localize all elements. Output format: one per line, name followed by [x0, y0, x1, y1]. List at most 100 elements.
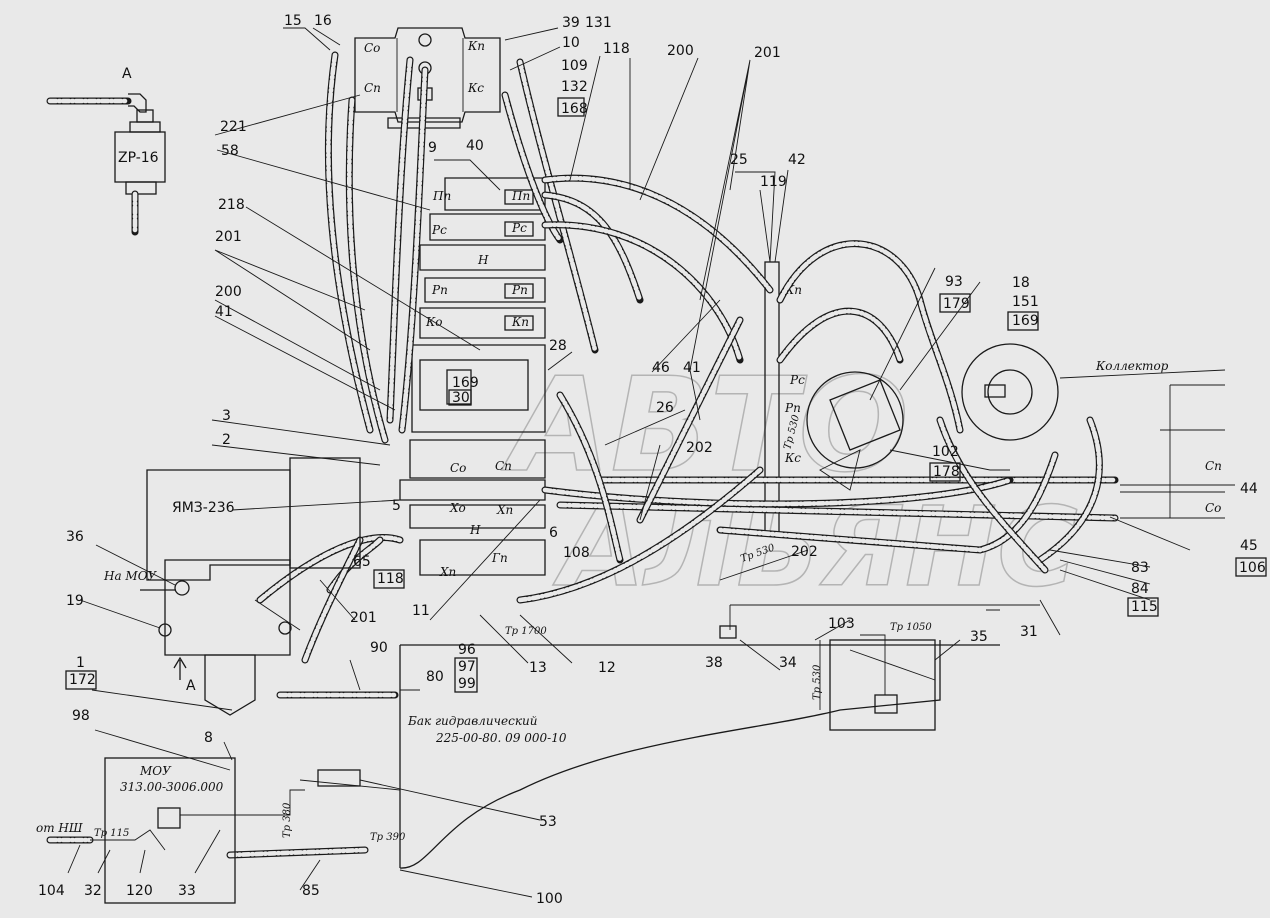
- svg-text:179: 179: [943, 296, 970, 312]
- svg-text:169: 169: [1012, 313, 1039, 329]
- svg-text:201: 201: [215, 229, 242, 245]
- svg-text:58: 58: [221, 143, 239, 159]
- svg-text:Хо: Хо: [449, 501, 466, 515]
- svg-text:Сп: Сп: [495, 459, 512, 473]
- callout-numbers: 15 16 39 131 10 109 132 168 118 200 201 …: [38, 13, 1267, 907]
- svg-text:90: 90: [370, 640, 388, 656]
- valve-stack: Пп Рс Пп Рс Н Рп Рп Ко Кп Со Сп Хо Хп Н …: [399, 177, 546, 579]
- svg-text:39: 39: [562, 15, 580, 31]
- svg-text:30: 30: [452, 390, 470, 406]
- svg-text:Н: Н: [477, 253, 489, 267]
- svg-text:8: 8: [204, 730, 213, 746]
- svg-text:26: 26: [656, 400, 674, 416]
- svg-text:Кп: Кп: [511, 315, 529, 329]
- svg-text:168: 168: [561, 101, 588, 117]
- svg-text:Рп: Рп: [784, 401, 801, 415]
- svg-text:46: 46: [652, 360, 670, 376]
- svg-text:109: 109: [561, 58, 588, 74]
- svg-text:33: 33: [178, 883, 196, 899]
- svg-text:53: 53: [539, 814, 557, 830]
- svg-text:83: 83: [1131, 560, 1149, 576]
- svg-text:202: 202: [791, 544, 818, 560]
- svg-text:На МОУ: На МОУ: [103, 569, 158, 583]
- svg-text:Сп: Сп: [1205, 459, 1222, 473]
- svg-text:32: 32: [84, 883, 102, 899]
- svg-text:120: 120: [126, 883, 153, 899]
- hoses: [226, 51, 1119, 859]
- svg-text:41: 41: [215, 304, 233, 320]
- inset-title: A: [122, 66, 132, 82]
- svg-text:98: 98: [72, 708, 90, 724]
- svg-text:Рп: Рп: [431, 283, 448, 297]
- tank-code: 225-00-80. 09 000-10: [435, 731, 567, 745]
- svg-text:10: 10: [562, 35, 580, 51]
- svg-text:132: 132: [561, 79, 588, 95]
- svg-text:45: 45: [1240, 538, 1258, 554]
- svg-text:38: 38: [705, 655, 723, 671]
- leader-lines: [67, 27, 1235, 898]
- svg-text:Рп: Рп: [511, 283, 528, 297]
- mou-title: МОУ: [139, 764, 172, 778]
- svg-text:от НШ: от НШ: [36, 821, 83, 835]
- svg-text:Тр 1700: Тр 1700: [505, 626, 547, 637]
- svg-text:Н: Н: [469, 523, 481, 537]
- svg-text:Кс: Кс: [467, 81, 484, 95]
- svg-text:25: 25: [730, 152, 748, 168]
- svg-text:Сп: Сп: [364, 81, 381, 95]
- svg-text:35: 35: [970, 629, 988, 645]
- svg-text:Хп: Хп: [496, 503, 513, 517]
- svg-text:Пп: Пп: [511, 189, 530, 203]
- svg-text:118: 118: [377, 571, 404, 587]
- svg-text:172: 172: [69, 672, 96, 688]
- svg-text:93: 93: [945, 274, 963, 290]
- inset-filter-a: A ZP-16: [46, 66, 166, 236]
- svg-text:115: 115: [1131, 599, 1158, 615]
- svg-text:Рс: Рс: [789, 373, 805, 387]
- svg-text:97: 97: [458, 659, 476, 675]
- svg-text:Хп: Хп: [439, 565, 456, 579]
- svg-text:3: 3: [222, 408, 231, 424]
- svg-text:80: 80: [426, 669, 444, 685]
- svg-text:11: 11: [412, 603, 430, 619]
- svg-text:103: 103: [828, 616, 855, 632]
- svg-text:1: 1: [76, 655, 85, 671]
- filter-label: ZP-16: [118, 150, 159, 166]
- svg-text:Тр 380: Тр 380: [282, 802, 293, 838]
- svg-text:106: 106: [1239, 560, 1266, 576]
- svg-text:201: 201: [754, 45, 781, 61]
- svg-text:Тр 115: Тр 115: [94, 828, 129, 839]
- svg-text:42: 42: [788, 152, 806, 168]
- svg-text:Рс: Рс: [431, 223, 447, 237]
- svg-text:108: 108: [563, 545, 590, 561]
- svg-text:151: 151: [1012, 294, 1039, 310]
- svg-text:201: 201: [350, 610, 377, 626]
- svg-text:5: 5: [392, 498, 401, 514]
- engine-label: ЯМЗ-236: [172, 500, 235, 516]
- svg-text:12: 12: [598, 660, 616, 676]
- svg-text:131: 131: [585, 15, 612, 31]
- svg-text:Пп: Пп: [432, 189, 451, 203]
- engine: ЯМЗ-236 На МОУ A: [103, 457, 361, 716]
- svg-text:65: 65: [353, 554, 371, 570]
- svg-text:40: 40: [466, 138, 484, 154]
- svg-text:6: 6: [549, 525, 558, 541]
- mou-code: 313.00-3006.000: [120, 780, 224, 794]
- collector-label: Коллектор: [1095, 359, 1169, 373]
- svg-text:28: 28: [549, 338, 567, 354]
- svg-text:19: 19: [66, 593, 84, 609]
- svg-text:100: 100: [536, 891, 563, 907]
- svg-text:Кс: Кс: [784, 451, 801, 465]
- svg-text:Рс: Рс: [511, 221, 527, 235]
- svg-text:A: A: [186, 678, 196, 694]
- svg-text:Кп: Кп: [467, 39, 485, 53]
- svg-text:18: 18: [1012, 275, 1030, 291]
- hydraulic-tank: Бак гидравлический 225-00-80. 09 000-10: [399, 604, 1040, 869]
- svg-text:96: 96: [458, 642, 476, 658]
- svg-text:34: 34: [779, 655, 797, 671]
- svg-text:31: 31: [1020, 624, 1038, 640]
- mou-block: МОУ 313.00-3006.000 от НШ Тр 115: [36, 757, 401, 904]
- svg-text:118: 118: [603, 41, 630, 57]
- svg-text:44: 44: [1240, 481, 1258, 497]
- svg-text:178: 178: [933, 464, 960, 480]
